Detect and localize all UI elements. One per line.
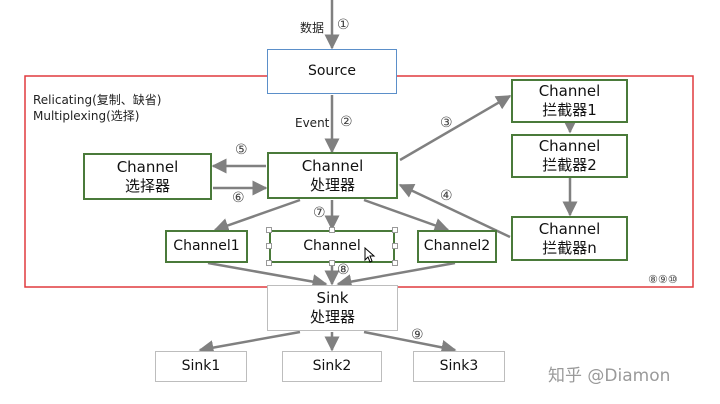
selection-handle[interactable]: [329, 227, 335, 233]
interceptor-2-node[interactable]: Channel 拦截器2: [511, 134, 628, 178]
step-4-label: ④: [440, 188, 453, 204]
step-8-label: ⑧: [337, 262, 350, 278]
sink1-label: Sink1: [181, 357, 221, 374]
selection-handle[interactable]: [266, 260, 272, 266]
interceptor-1-node[interactable]: Channel 拦截器1: [511, 79, 628, 123]
channel-node[interactable]: Channel: [269, 230, 395, 263]
channel-selector-line1: Channel: [116, 157, 179, 176]
sink-processor-node[interactable]: Sink 处理器: [267, 285, 398, 331]
sink3-label: Sink3: [439, 357, 479, 374]
interceptor-1-line2: 拦截器1: [542, 101, 597, 119]
selection-handle[interactable]: [392, 243, 398, 249]
arrow-channel2-to-sink: [336, 261, 456, 289]
channel-processor-node[interactable]: Channel 处理器: [267, 152, 398, 199]
channel-processor-line1: Channel: [301, 156, 364, 175]
step-2-label: ②: [340, 114, 353, 130]
arrow-channel1-to-sink: [207, 261, 328, 290]
arrow-sink-to-sink3: [363, 330, 457, 355]
sink2-label: Sink2: [312, 357, 352, 374]
step-5-label: ⑤: [235, 142, 248, 158]
sink-processor-line2: 处理器: [309, 308, 355, 326]
sink1-node[interactable]: Sink1: [155, 351, 247, 382]
selection-handle[interactable]: [392, 260, 398, 266]
channel1-label: Channel1: [173, 237, 240, 254]
channel-label: Channel: [303, 237, 361, 254]
arrow-processor-to-interceptor1: [399, 94, 512, 162]
source-node-label: Source: [307, 62, 357, 79]
mouse-cursor-icon: [364, 247, 376, 263]
data-label: 数据: [300, 21, 325, 35]
interceptor-1-line1: Channel: [538, 82, 601, 101]
step-6-label: ⑥: [232, 190, 245, 206]
channel2-node[interactable]: Channel2: [417, 230, 497, 263]
channel2-label: Channel2: [423, 237, 491, 254]
source-node[interactable]: Source: [267, 49, 397, 94]
interceptor-2-line2: 拦截器2: [542, 156, 597, 174]
event-label: Event: [295, 116, 330, 130]
channel1-node[interactable]: Channel1: [165, 230, 248, 263]
corner-steps-label: ⑧⑨⑩: [648, 273, 678, 286]
channel-selector-line2: 选择器: [124, 176, 170, 195]
arrow-processor-to-channel2: [363, 198, 450, 233]
step-7-label: ⑦: [313, 205, 326, 221]
selection-handle[interactable]: [266, 243, 272, 249]
channel-selector-node[interactable]: Channel 选择器: [83, 153, 212, 200]
interceptor-2-line1: Channel: [538, 137, 601, 156]
channel-processor-line2: 处理器: [309, 175, 355, 194]
selection-handle[interactable]: [266, 227, 272, 233]
interceptor-n-line1: Channel: [538, 219, 601, 238]
step-3-label: ③: [440, 115, 453, 131]
sink-processor-line1: Sink: [316, 289, 349, 308]
interceptor-n-line2: 拦截器n: [542, 238, 597, 257]
interceptor-n-node[interactable]: Channel 拦截器n: [511, 216, 628, 261]
arrow-interceptorn-to-processor: [398, 183, 511, 239]
relicating-label: Relicating(复制、缺省): [33, 93, 162, 107]
step-1-label: ①: [337, 17, 350, 33]
sink3-node[interactable]: Sink3: [413, 351, 505, 382]
watermark: 知乎 @Diamon: [548, 366, 671, 386]
step-9-label: ⑨: [411, 327, 424, 343]
arrow-processor-to-channel1: [213, 198, 301, 233]
arrow-sink-to-sink1: [198, 330, 301, 355]
sink2-node[interactable]: Sink2: [282, 351, 382, 382]
multiplexing-label: Multiplexing(选择): [33, 109, 140, 123]
selection-handle[interactable]: [329, 260, 335, 266]
selection-handle[interactable]: [392, 227, 398, 233]
